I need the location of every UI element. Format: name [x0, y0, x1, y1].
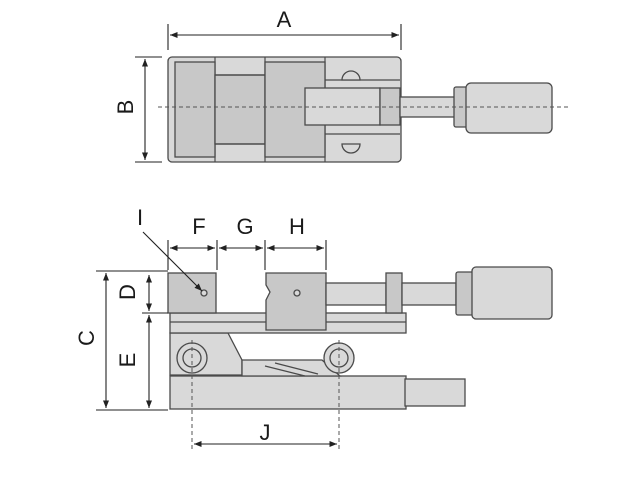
dimension-a: A [167, 7, 402, 50]
label-e: E [115, 353, 140, 368]
dimension-f: F [167, 214, 218, 270]
screw-rod [325, 282, 387, 306]
handle-collar [455, 271, 475, 316]
moving-jaw [265, 272, 327, 331]
moving-jaw-pin [293, 289, 301, 297]
label-d: D [115, 284, 140, 300]
label-c: C [74, 330, 99, 346]
label-b: B [113, 100, 138, 115]
screw-support [385, 272, 403, 314]
callout-i: I [137, 205, 203, 292]
screw-rod-top [399, 96, 459, 118]
fixed-jaw [167, 272, 217, 314]
dimension-e: E [115, 315, 153, 408]
dimension-d: D [115, 275, 168, 314]
tilt-block-mid [241, 359, 342, 377]
top-ear [341, 70, 361, 81]
top-view [158, 56, 568, 163]
label-a: A [277, 7, 292, 32]
label-i: I [137, 205, 143, 230]
dimension-j: J [194, 420, 337, 448]
screw-rod-outer [401, 282, 457, 306]
dimension-c: C [74, 270, 168, 411]
fixed-jaw-pin [200, 289, 208, 297]
leader-i [142, 231, 203, 292]
dimension-b: B [113, 56, 162, 163]
label-g: G [236, 214, 253, 239]
dimension-h: H [267, 214, 327, 270]
handle-top [465, 82, 553, 134]
side-view [150, 266, 553, 450]
base-extension [404, 378, 466, 407]
label-j: J [260, 420, 271, 445]
bottom-ear [341, 143, 361, 154]
jaw-gap-top [214, 74, 266, 145]
dimension-g: G [219, 214, 266, 270]
label-h: H [289, 214, 305, 239]
base [169, 375, 407, 410]
label-f: F [192, 214, 205, 239]
handle [471, 266, 553, 320]
fixed-jaw-top [174, 61, 216, 158]
